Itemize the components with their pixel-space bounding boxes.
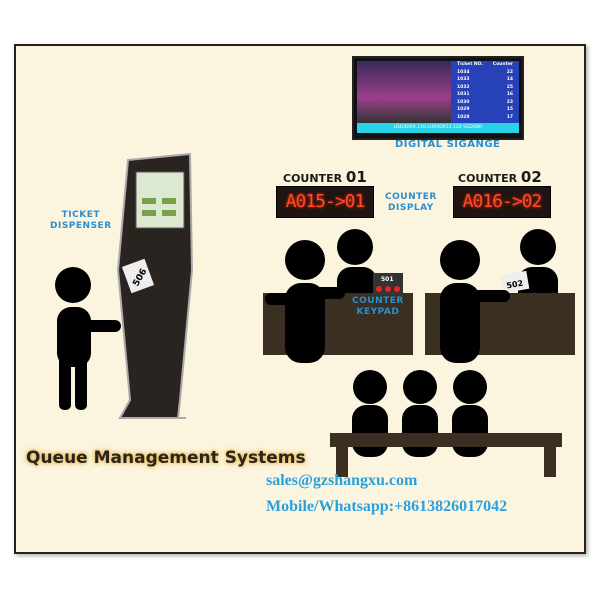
cell: 1031 xyxy=(457,92,470,97)
counter-2-led-display: A016->02 xyxy=(453,186,551,218)
table-row: 1033 14 xyxy=(451,76,519,84)
customer-silhouette xyxy=(55,267,121,410)
ticket-dispenser-label: TICKET DISPENSER xyxy=(50,210,112,232)
counter-2-scene: 502 xyxy=(425,229,575,363)
table-row: 1028 17 xyxy=(451,114,519,122)
label-line: TICKET xyxy=(61,210,100,220)
waiting-area xyxy=(330,370,562,477)
ticket xyxy=(500,270,530,294)
counter-label: COUNTER xyxy=(283,172,343,185)
cell: 22 xyxy=(506,69,513,75)
cell: 16 xyxy=(506,92,513,97)
kiosk-button xyxy=(142,198,156,204)
cell: 17 xyxy=(506,114,513,120)
email-link[interactable]: sales@gzshangxu.com xyxy=(266,472,418,489)
header-counter: Counter xyxy=(492,62,513,67)
video-area xyxy=(357,61,451,123)
cell: 23 xyxy=(506,99,513,105)
cell: 1033 xyxy=(457,77,470,82)
digital-signage-screen: Ticket NO. Counter 1034 22 1033 14 1032 25 1… xyxy=(352,56,524,140)
counter-number: 02 xyxy=(520,168,542,186)
cell: 1030 xyxy=(457,99,470,105)
cell: 1032 xyxy=(457,84,470,90)
cell: 25 xyxy=(506,84,513,90)
table-row: 1032 25 xyxy=(451,84,519,92)
cell: 14 xyxy=(506,77,513,82)
label-line: COUNTER xyxy=(385,192,437,202)
table-header: Ticket NO. Counter xyxy=(451,61,519,69)
keypad-number: 501 xyxy=(381,276,394,283)
counter-1-led-display: A015->01 xyxy=(276,186,374,218)
page-title: Queue Management Systems xyxy=(26,448,306,468)
table-row: 1034 22 xyxy=(451,69,519,77)
cell: 15 xyxy=(506,107,513,112)
ticket-number: 502 xyxy=(506,279,524,291)
phone-text: Mobile/Whatsapp:+8613826017042 xyxy=(266,498,508,515)
label-line: KEYPAD xyxy=(356,307,400,317)
digital-signage-label: DIGITAL SIGANGE xyxy=(395,139,501,150)
kiosk-illustration: 506 xyxy=(116,152,194,419)
label-line: DISPLAY xyxy=(388,203,434,213)
kiosk-button xyxy=(162,210,176,216)
counter-1-scene: 501 xyxy=(263,229,413,363)
table-row: 1030 23 xyxy=(451,99,519,107)
counter-2-title: COUNTER 02 xyxy=(458,168,542,186)
counter-label: COUNTER xyxy=(458,172,518,185)
counter-1-title: COUNTER 01 xyxy=(283,168,367,186)
cell: 1034 xyxy=(457,69,470,75)
counter-keypad-label: COUNTER KEYPAD xyxy=(352,296,404,318)
cell: 1029 xyxy=(457,107,470,112)
table-row: 1031 16 xyxy=(451,91,519,99)
ticket-table: Ticket NO. Counter 1034 22 1033 14 1032 25 1… xyxy=(451,61,519,123)
header-ticket: Ticket NO. xyxy=(457,62,484,67)
table-row: 1029 15 xyxy=(451,106,519,114)
cell: 1028 xyxy=(457,114,470,120)
kiosk-button xyxy=(142,210,156,216)
counter-number: 01 xyxy=(345,168,367,186)
bench xyxy=(330,433,562,447)
label-line: DISPENSER xyxy=(50,221,112,231)
ticker: USD/IDR9.110 EUR/IDR13.120 SGD/IDR xyxy=(357,123,519,133)
label-line: COUNTER xyxy=(352,296,404,306)
kiosk-button xyxy=(162,198,176,204)
kiosk-ticket xyxy=(121,258,155,294)
counter-display-label: COUNTER DISPLAY xyxy=(385,192,437,214)
